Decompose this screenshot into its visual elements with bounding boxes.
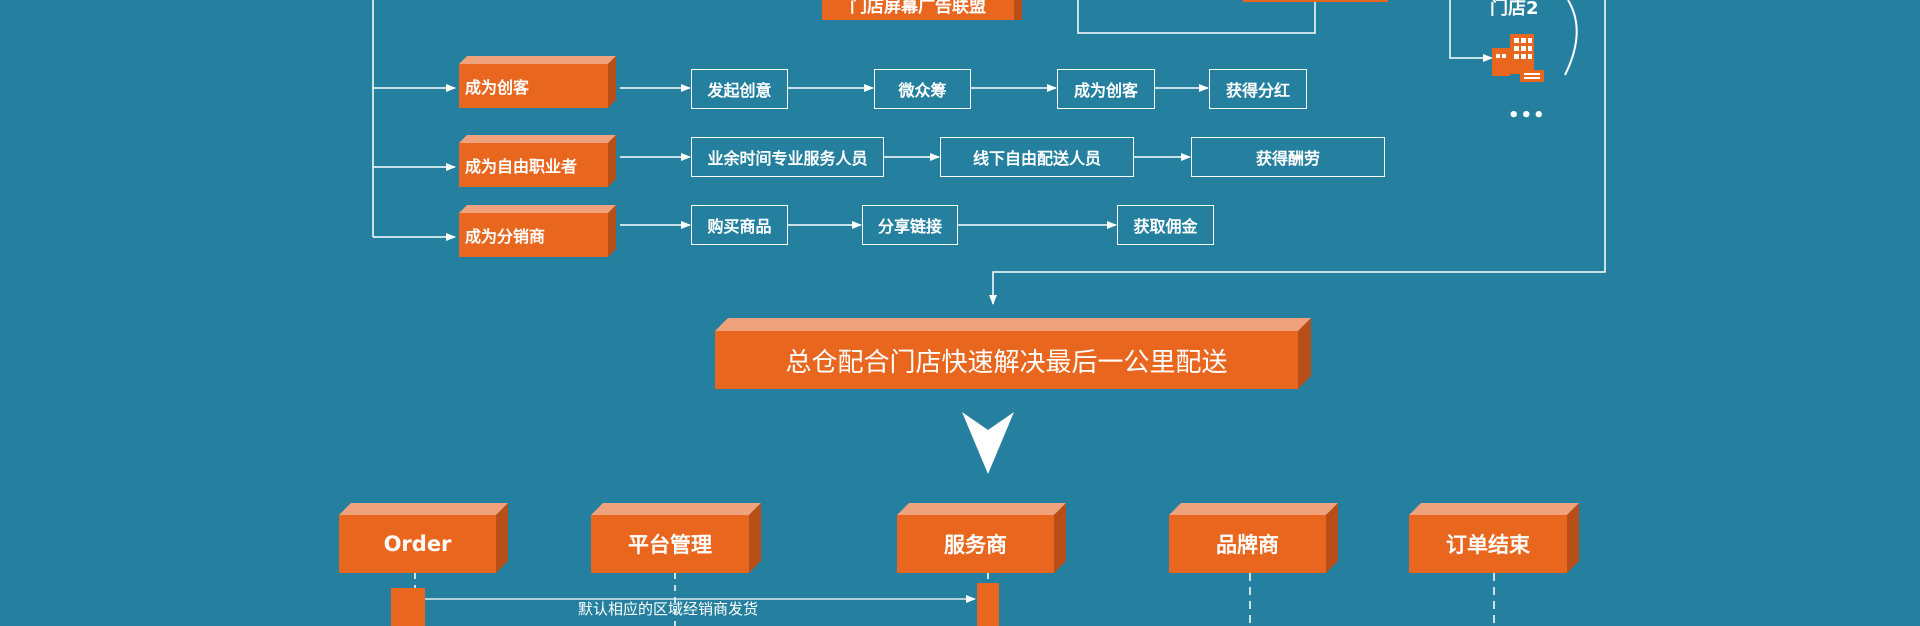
row-head-maker-face: 成为创客 <box>459 64 608 108</box>
lane-end-label: 订单结束 <box>1446 533 1530 557</box>
banner-box-face: 总仓配合门店快速解决最后一公里配送 <box>715 331 1298 389</box>
cut-top-box: 门店屏幕广告联盟 <box>822 0 1022 20</box>
lane-order-label: Order <box>383 532 452 556</box>
row-head-distributor-label: 成为分销商 <box>465 227 546 246</box>
row-head-distributor: 成为分销商 <box>459 205 616 257</box>
lane-platform-face: 平台管理 <box>591 515 749 573</box>
row-head-freelancer-top <box>459 135 616 143</box>
row2-step-1: 业余时间专业服务人员 <box>691 137 884 177</box>
row-head-freelancer-side <box>608 135 616 187</box>
lane-order-face: Order <box>339 515 496 573</box>
lane-order-side <box>496 503 508 573</box>
lane-brand: 品牌商 <box>1169 503 1338 573</box>
activation-bar-provider <box>977 583 999 626</box>
lane-provider: 服务商 <box>897 503 1066 573</box>
lane-order-top <box>339 503 508 515</box>
store-connector <box>1449 0 1493 62</box>
lane-platform: 平台管理 <box>591 503 761 573</box>
banner-box: 总仓配合门店快速解决最后一公里配送 <box>715 318 1311 389</box>
lane-order: Order <box>339 503 508 573</box>
lane-brand-top <box>1169 503 1338 515</box>
lane-provider-side <box>1054 503 1066 573</box>
lane-end: 订单结束 <box>1409 503 1579 573</box>
lane-provider-face: 服务商 <box>897 515 1054 573</box>
store2-label: 门店2 <box>1490 0 1539 19</box>
cut-top-box-side <box>1014 0 1022 20</box>
row2-step-3: 获得酬劳 <box>1191 137 1385 177</box>
top-outline <box>1077 0 1316 34</box>
banner-box-top <box>715 318 1311 331</box>
row-head-freelancer-label: 成为自由职业者 <box>465 157 578 176</box>
right-trunk <box>989 0 1606 305</box>
row3-step-3: 获取佣金 <box>1117 205 1214 245</box>
row1-step-4: 获得分红 <box>1209 69 1307 109</box>
row1-step-1: 发起创意 <box>691 69 788 109</box>
lane-brand-side <box>1326 503 1338 573</box>
ellipsis-icon: ••• <box>1508 105 1546 126</box>
lane-brand-face: 品牌商 <box>1169 515 1326 573</box>
lane-end-top <box>1409 503 1579 515</box>
row-head-freelancer-face: 成为自由职业者 <box>459 143 608 187</box>
row-head-maker-side <box>608 56 616 108</box>
lane-platform-label: 平台管理 <box>628 533 712 557</box>
lane-end-side <box>1567 503 1579 573</box>
row-head-distributor-side <box>608 205 616 257</box>
chevron-down-icon <box>962 412 1014 474</box>
lane-end-face: 订单结束 <box>1409 515 1567 573</box>
activation-bar-order <box>391 588 425 626</box>
cut-top-box-label: 门店屏幕广告联盟 <box>850 0 986 17</box>
lane-platform-top <box>591 503 761 515</box>
cut-top-right-box <box>1243 0 1388 2</box>
cut-top-right-box-face <box>1243 0 1388 2</box>
cut-top-box-face: 门店屏幕广告联盟 <box>822 0 1014 20</box>
row-head-freelancer: 成为自由职业者 <box>459 135 616 187</box>
lane-platform-side <box>749 503 761 573</box>
banner-box-side <box>1298 318 1311 389</box>
row1-step-2: 微众筹 <box>874 69 971 109</box>
lane-brand-label: 品牌商 <box>1216 533 1279 557</box>
row1-step-3: 成为创客 <box>1057 69 1155 109</box>
row-head-distributor-face: 成为分销商 <box>459 213 608 257</box>
row-head-maker-label: 成为创客 <box>465 78 530 97</box>
row-head-distributor-top <box>459 205 616 213</box>
row3-step-1: 购买商品 <box>691 205 788 245</box>
store-building-icon <box>1492 34 1544 82</box>
row3-step-2: 分享链接 <box>862 205 958 245</box>
message-label: 默认相应的区域经销商发货 <box>578 600 759 618</box>
lane-provider-top <box>897 503 1066 515</box>
row-head-maker-top <box>459 56 616 64</box>
right-connector <box>1564 0 1578 76</box>
row-head-maker: 成为创客 <box>459 56 616 108</box>
banner-label: 总仓配合门店快速解决最后一公里配送 <box>785 347 1228 378</box>
lane-provider-label: 服务商 <box>944 533 1007 557</box>
row2-step-2: 线下自由配送人员 <box>940 137 1134 177</box>
